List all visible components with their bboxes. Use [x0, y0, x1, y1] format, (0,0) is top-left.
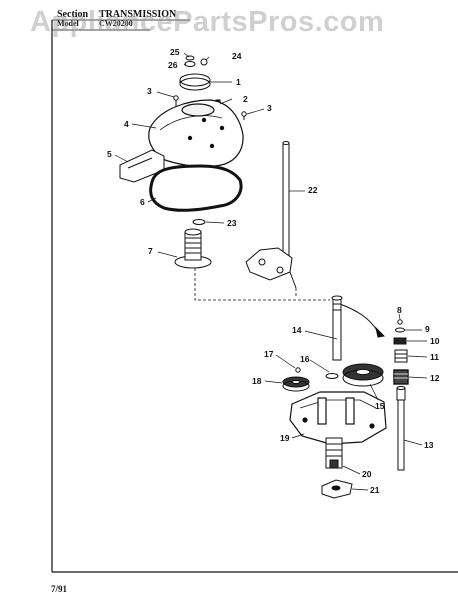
part-11-bearing	[394, 349, 408, 363]
callout-22: 22	[308, 185, 318, 195]
callout-8: 8	[397, 305, 402, 315]
callout-12: 12	[430, 373, 440, 383]
part-17-pin	[295, 367, 301, 373]
part-10-bushing	[393, 337, 407, 345]
part-12-spring	[393, 369, 409, 385]
part-14-shaft	[331, 295, 343, 361]
part-16-washer	[325, 373, 339, 379]
dashed-routing-line	[194, 268, 330, 301]
leader-lines	[114, 52, 428, 491]
callout-25: 25	[170, 47, 180, 57]
callout-10: 10	[430, 336, 440, 346]
callout-23: 23	[227, 218, 237, 228]
part-22-shaft-and-crank	[245, 141, 297, 289]
callout-4: 4	[124, 119, 129, 129]
model-code: CW20200	[99, 19, 133, 28]
callout-16: 16	[300, 354, 310, 364]
part-3-screws	[173, 95, 247, 120]
callout-6: 6	[140, 197, 145, 207]
routing-arrow	[339, 303, 386, 338]
part-20-spline-shaft	[325, 437, 343, 469]
callout-9: 9	[425, 324, 430, 334]
callout-19: 19	[280, 433, 290, 443]
callout-5: 5	[107, 149, 112, 159]
callout-3-left: 3	[147, 86, 152, 96]
part-4-gear-case-cover	[148, 99, 244, 168]
callout-numbers: 25 24 26 1 3 2 3 4 5 22 6 23 7 8 9 14 10…	[107, 47, 440, 495]
callout-26: 26	[168, 60, 178, 70]
page-frame	[51, 19, 458, 573]
part-6-gasket	[149, 164, 243, 212]
section-label: Section	[57, 9, 89, 20]
footer-date: 7/91	[51, 584, 68, 594]
callout-17: 17	[264, 349, 274, 359]
part-13-shaft	[396, 386, 406, 471]
callout-1: 1	[236, 77, 241, 87]
part-7-seal-base	[174, 228, 212, 269]
callout-11: 11	[430, 352, 439, 362]
callout-3-right: 3	[267, 103, 272, 113]
part-25-26-24-cap-stack	[179, 55, 211, 91]
part-21-pulley-hub	[321, 479, 353, 499]
callout-13: 13	[424, 440, 434, 450]
callout-2: 2	[243, 94, 248, 104]
callout-7: 7	[148, 246, 153, 256]
watermark: AppliancePartsPros.com	[30, 6, 385, 38]
model-label: Model	[57, 19, 79, 28]
section-title: TRANSMISSION	[99, 9, 177, 20]
callout-24: 24	[232, 51, 242, 61]
callout-15: 15	[375, 401, 385, 411]
part-5-bracket	[119, 149, 165, 183]
part-8-9-small-parts	[395, 319, 405, 333]
callout-21: 21	[370, 485, 380, 495]
callout-20: 20	[362, 469, 372, 479]
callout-14: 14	[292, 325, 302, 335]
part-15-main-gear	[342, 363, 384, 387]
part-19-gear-case-base	[289, 391, 387, 445]
part-18-pinion-gear	[282, 376, 310, 392]
part-23-washer	[192, 219, 206, 225]
callout-18: 18	[252, 376, 262, 386]
